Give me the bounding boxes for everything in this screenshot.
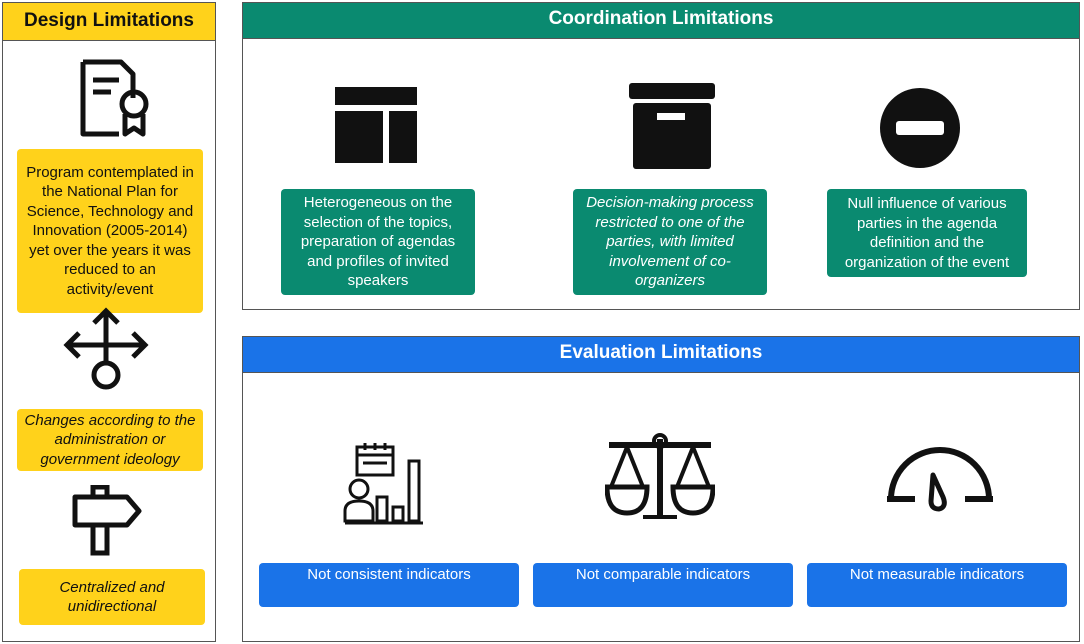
evaluation-item-3-text: Not measurable indicators [807, 563, 1067, 607]
coordination-limitations-title: Coordination Limitations [243, 3, 1079, 39]
evaluation-limitations-title: Evaluation Limitations [243, 337, 1079, 373]
archive-box-icon [629, 83, 715, 171]
design-item-1-text: Program contemplated in the National Pla… [17, 149, 203, 313]
coordination-item-2-text: Decision-making process restricted to on… [573, 189, 767, 295]
signpost-icon [71, 485, 143, 557]
balance-scale-icon [605, 433, 715, 519]
speedometer-icon [885, 435, 995, 517]
evaluation-item-1-text: Not consistent indicators [259, 563, 519, 607]
evaluation-limitations-panel: Evaluation Limitations [242, 336, 1080, 642]
design-limitations-title: Design Limitations [3, 3, 215, 41]
branching-arrows-icon [61, 305, 151, 391]
design-item-3-text: Centralized and unidirectional [19, 569, 205, 625]
coordination-limitations-panel: Coordination Limitations Heterogeneous o… [242, 2, 1080, 310]
design-item-2-text: Changes according to the administration … [17, 409, 203, 471]
coordination-item-3-text: Null influence of various parties in the… [827, 189, 1027, 277]
design-limitations-panel: Design Limitations Program contemplated … [2, 2, 216, 642]
analytics-person-icon [343, 441, 425, 525]
evaluation-item-2-text: Not comparable indicators [533, 563, 793, 607]
coordination-item-1-text: Heterogeneous on the selection of the to… [281, 189, 475, 295]
minus-circle-icon [879, 87, 961, 169]
certificate-icon [77, 58, 155, 140]
layout-template-icon [335, 87, 417, 163]
